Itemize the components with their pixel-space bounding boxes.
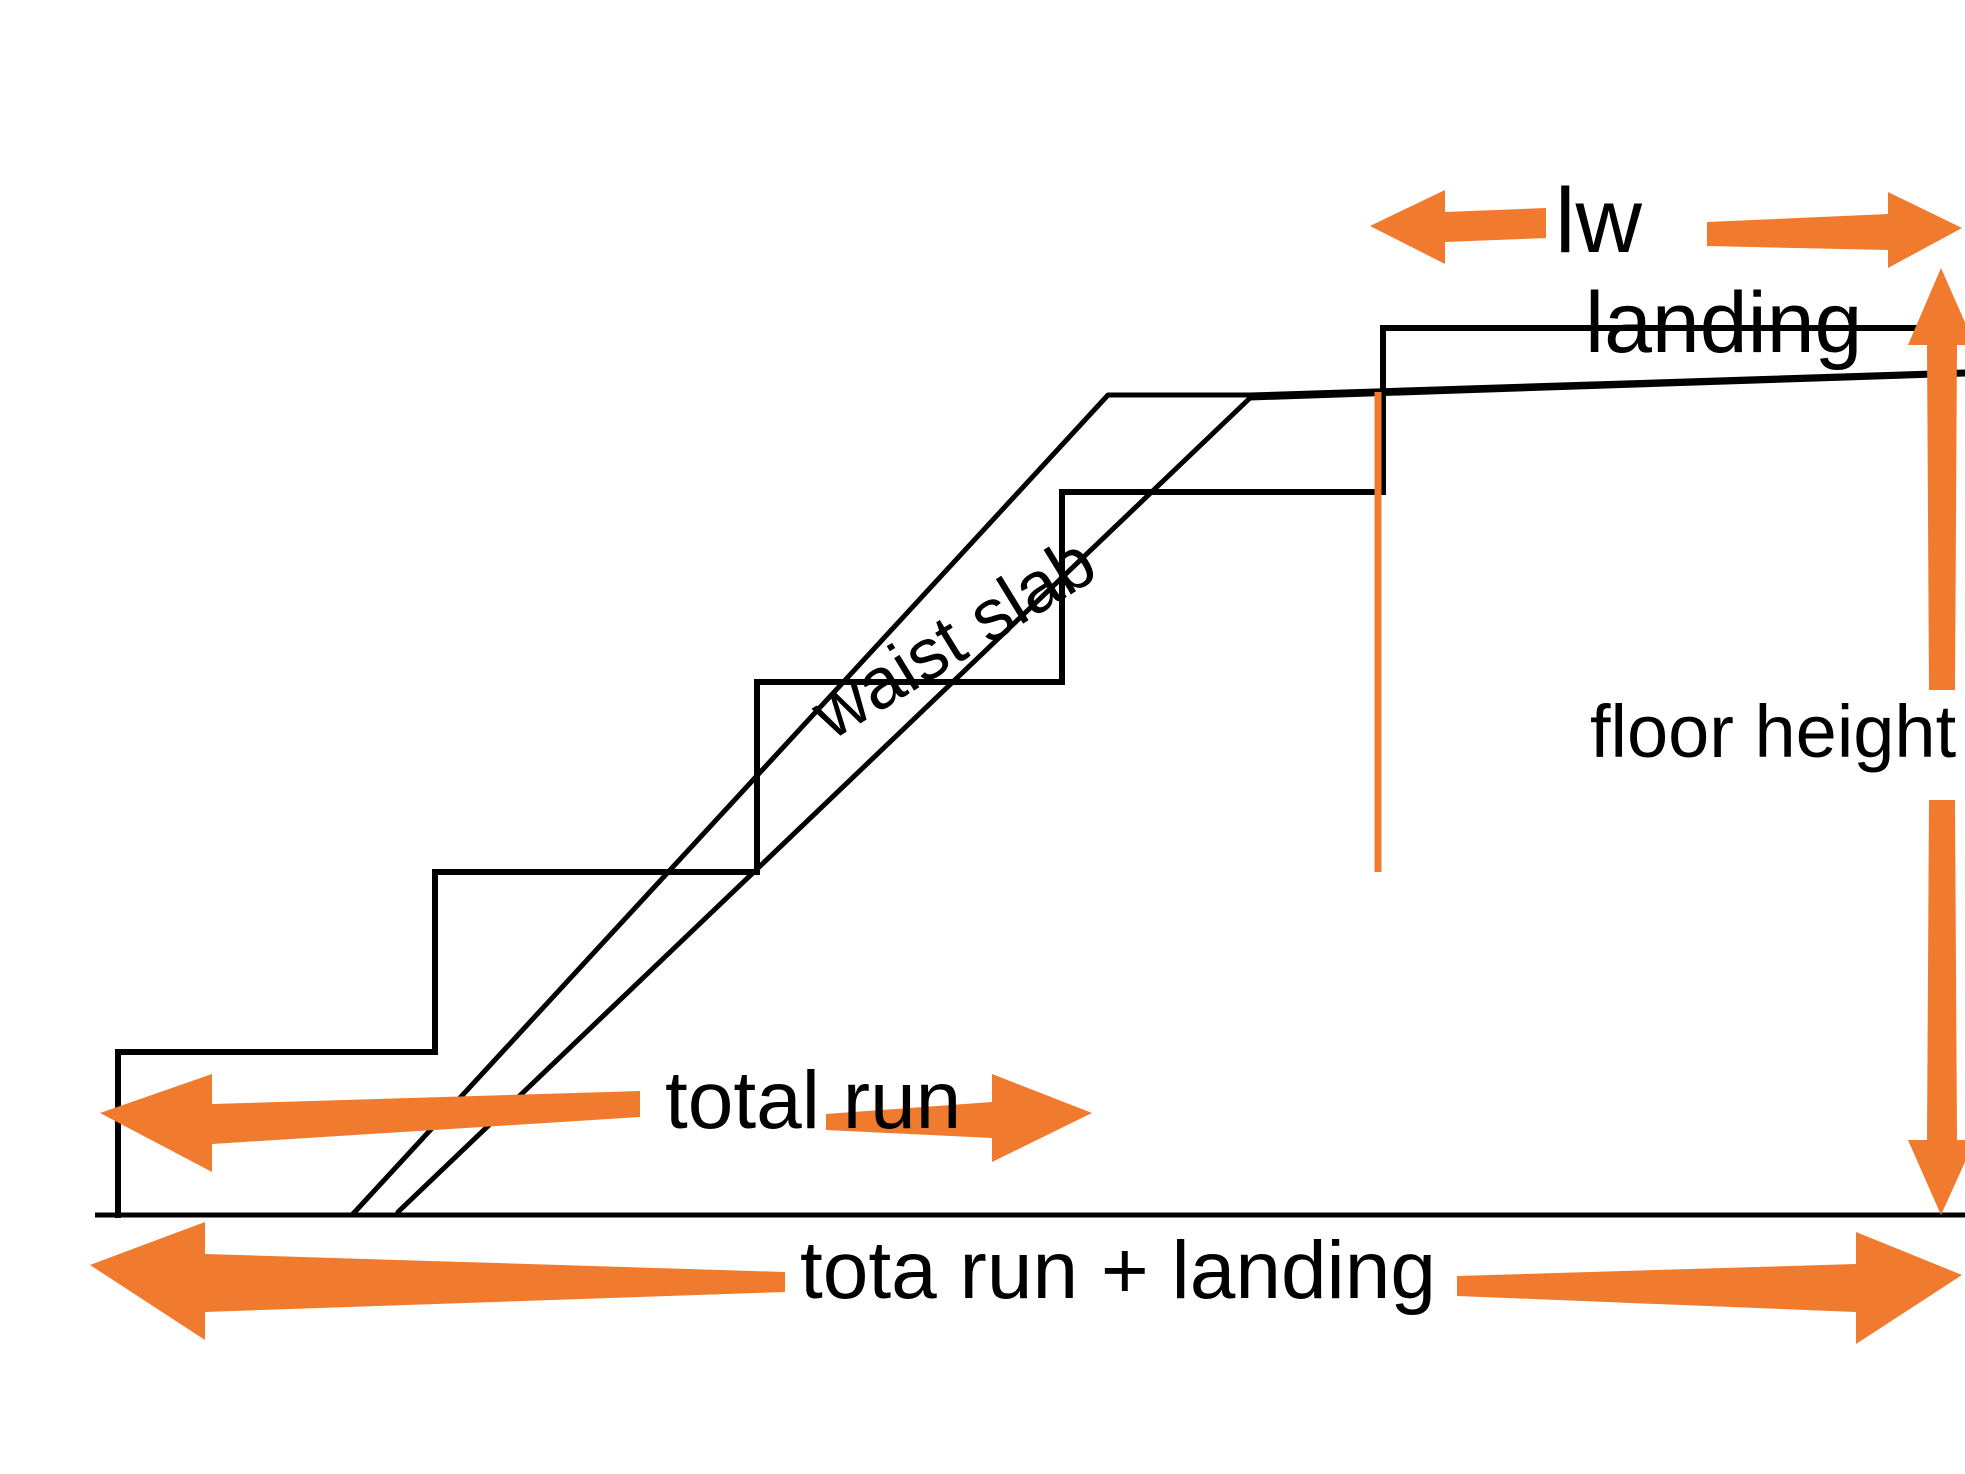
floor-height-dimension-arrow — [1908, 268, 1965, 1215]
total-run-landing-arrow-right-head — [1457, 1232, 1962, 1344]
stair-outline-group — [95, 325, 1965, 1218]
floor-height-arrow-up-head — [1908, 268, 1965, 690]
label-floor-height: floor height — [1590, 690, 1957, 773]
label-total-run-plus-landing: tota run + landing — [800, 1225, 1436, 1316]
lw-arrow-right-head — [1707, 192, 1962, 268]
total-run-landing-arrow-left-head — [90, 1222, 785, 1340]
label-total-run: total run — [665, 1055, 962, 1146]
label-lw: lw — [1555, 170, 1642, 272]
waist-slab-top-line — [349, 369, 1965, 1218]
total-run-arrow-left-head — [100, 1074, 640, 1172]
stair-step-profile — [115, 325, 1965, 1218]
total-run-dimension-arrow — [100, 1074, 1092, 1172]
total-run-arrow-right-head — [826, 1074, 1092, 1162]
lw-dimension-arrow — [1370, 190, 1962, 268]
waist-slab-bottom-line — [395, 371, 1965, 1215]
lw-arrow-left-head — [1370, 190, 1546, 264]
total-run-plus-landing-dimension-arrow — [90, 1222, 1962, 1344]
label-landing: landing — [1585, 275, 1863, 371]
waist-slab-group — [349, 369, 1965, 1218]
floor-height-arrow-down-head — [1908, 800, 1965, 1215]
